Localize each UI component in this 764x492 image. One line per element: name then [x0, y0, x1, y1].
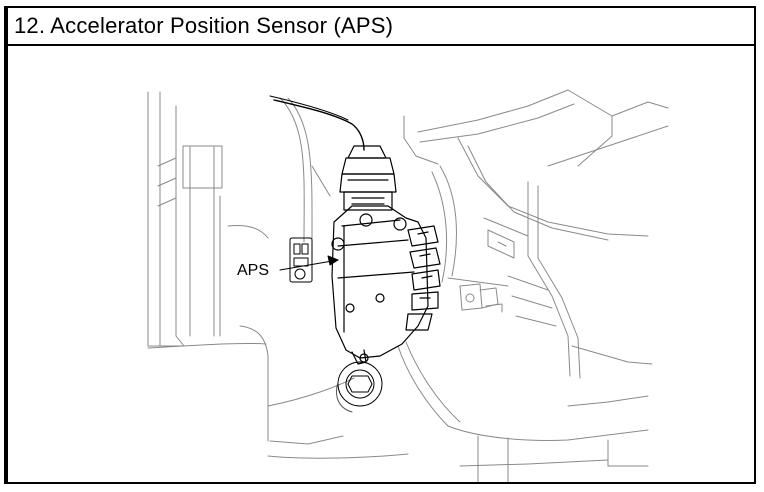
aps-illustration: APS [8, 46, 754, 482]
small-connector [289, 237, 313, 283]
aps-sensor [269, 95, 441, 365]
aps-leader-line [279, 259, 339, 271]
aps-callout: APS [237, 255, 339, 279]
vehicle-body-structure [147, 89, 669, 482]
diagram-frame: 12. Accelerator Position Sensor (APS) [4, 6, 756, 484]
mounting-nut [336, 361, 383, 413]
page-title: 12. Accelerator Position Sensor (APS) [14, 13, 394, 38]
title-bar: 12. Accelerator Position Sensor (APS) [8, 8, 754, 46]
aps-arrowhead [327, 255, 339, 266]
aps-drawing: APS [147, 89, 669, 482]
aps-callout-label: APS [237, 262, 269, 279]
